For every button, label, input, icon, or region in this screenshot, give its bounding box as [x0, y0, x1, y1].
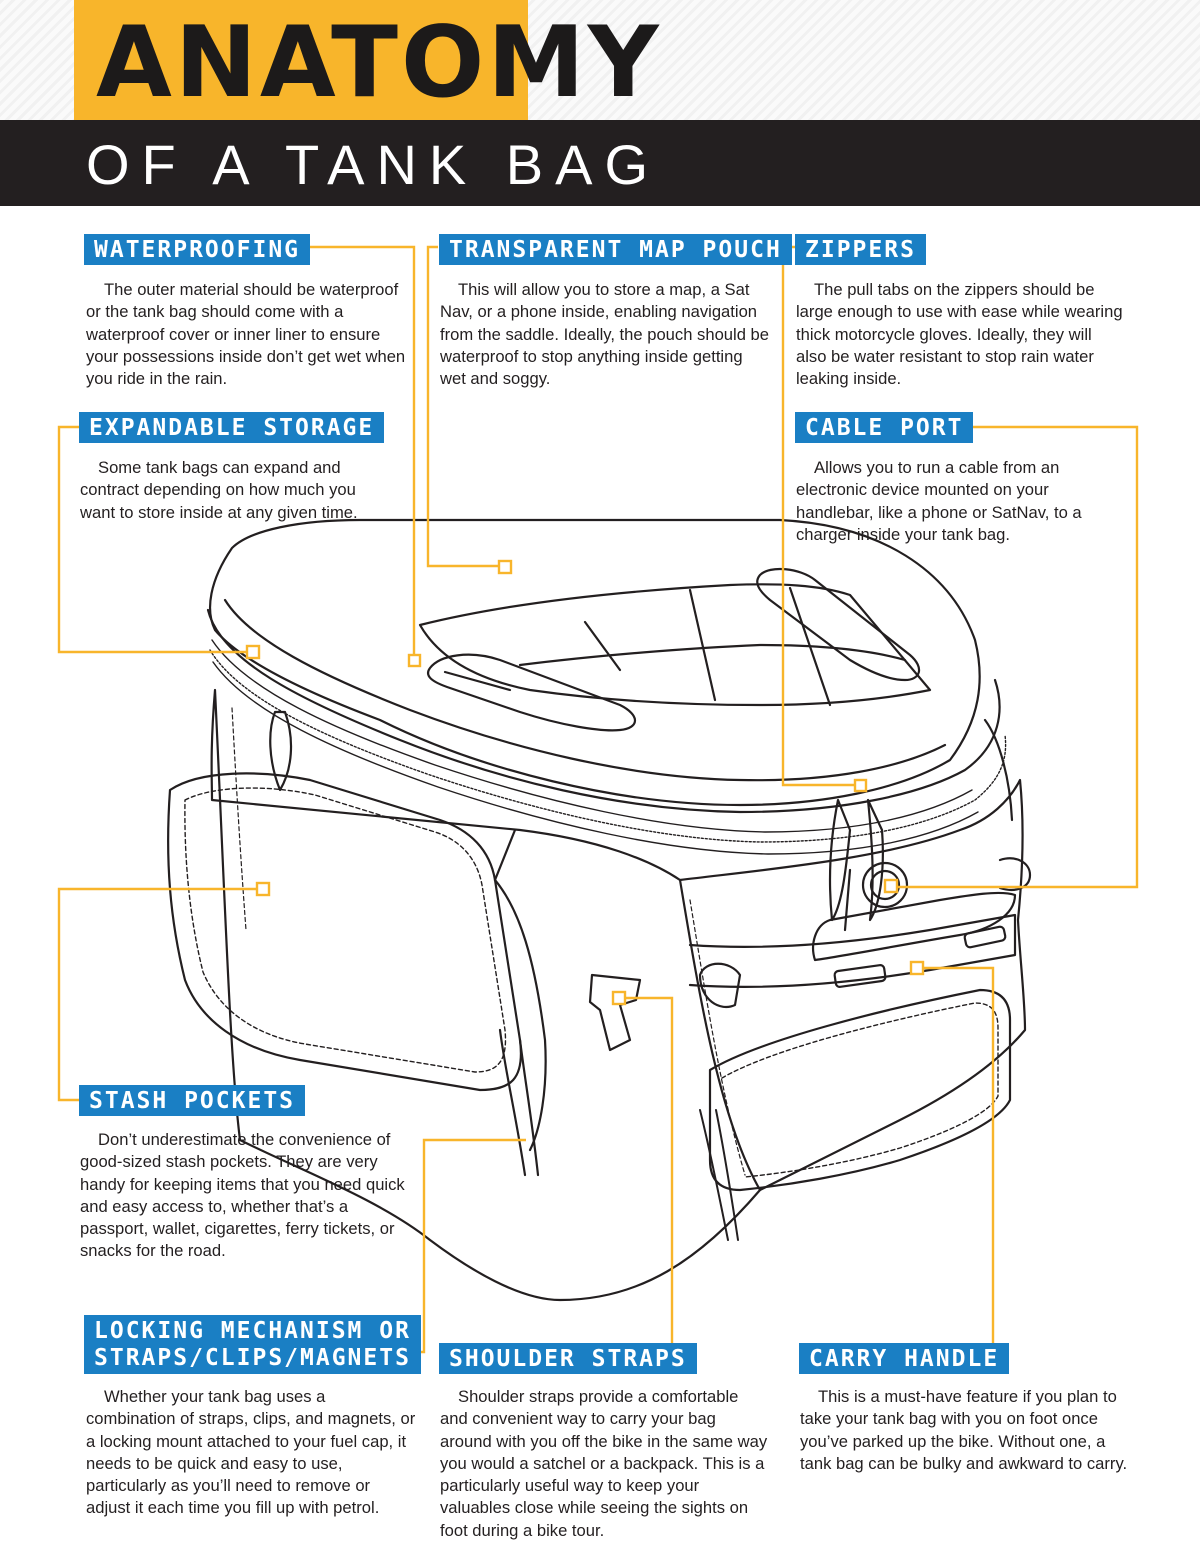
lid-seam [206, 608, 1001, 814]
label-carry: CARRY HANDLE [799, 1343, 1010, 1374]
label-waterproofing: WATERPROOFING [84, 234, 311, 265]
cable-port-grommet [861, 861, 909, 909]
leader-stash [57, 887, 257, 1102]
label-cable-port: CABLE PORT [795, 412, 974, 443]
top-carry-grip [426, 653, 637, 732]
desc-stash: Don’t underestimate the convenience of g… [80, 1129, 415, 1263]
label-stash: STASH POCKETS [79, 1085, 306, 1116]
leader-expandable [57, 425, 247, 654]
desc-expandable: Some tank bags can expand and contract d… [80, 457, 365, 524]
label-locking-line1: LOCKING MECHANISM OR [94, 1318, 411, 1344]
map-pouch-panel [418, 583, 932, 707]
label-locking-line2: STRAPS/CLIPS/MAGNETS [94, 1345, 411, 1371]
label-zippers: ZIPPERS [795, 234, 926, 265]
rear-handle-grip [756, 567, 921, 682]
desc-carry: This is a must-have feature if you plan … [800, 1386, 1130, 1475]
zipper-pull-left [269, 710, 293, 792]
desc-stash-text: Don’t underestimate the convenience of g… [80, 1130, 405, 1261]
lid-top [209, 518, 981, 807]
leader-carry [922, 966, 995, 1362]
bag-right-side [678, 778, 1027, 1192]
stash-pocket-front [167, 772, 523, 1092]
side-clip [588, 973, 642, 1052]
desc-map-pouch: This will allow you to store a map, a Sa… [440, 279, 770, 390]
desc-shoulder: Shoulder straps provide a comfortable an… [440, 1386, 770, 1542]
shoulder-strap-band [688, 913, 1017, 988]
label-shoulder: SHOULDER STRAPS [439, 1343, 697, 1374]
zipper-track [209, 649, 1007, 843]
d-ring [698, 962, 742, 1009]
desc-waterproofing: The outer material should be waterproof … [86, 279, 414, 390]
bag-drawing [167, 518, 1032, 1302]
desc-map-pouch-text: This will allow you to store a map, a Sa… [440, 280, 770, 389]
front-pocket-flap [708, 988, 1012, 1192]
desc-cable-port-text: Allows you to run a cable from an electr… [796, 458, 1082, 544]
stash-pocket-side [493, 878, 547, 1152]
strap-buckle [812, 891, 1017, 962]
leader-waterproofing [282, 245, 416, 656]
title-highlight-block [74, 0, 528, 124]
desc-waterproofing-text: The outer material should be waterproof … [86, 280, 406, 389]
zipper-pull-right [828, 798, 852, 922]
leader-map-pouch [426, 245, 499, 568]
desc-carry-text: This is a must-have feature if you plan … [800, 1387, 1128, 1473]
leader-shoulder [626, 996, 674, 1362]
page-subtitle: OF A TANK BAG [86, 133, 661, 196]
label-locking: LOCKING MECHANISM OR STRAPS/CLIPS/MAGNET… [84, 1315, 421, 1374]
label-expandable: EXPANDABLE STORAGE [79, 412, 385, 443]
desc-locking: Whether your tank bag uses a combination… [86, 1386, 416, 1520]
label-map-pouch: TRANSPARENT MAP POUCH [439, 234, 792, 265]
desc-cable-port: Allows you to run a cable from an electr… [796, 457, 1116, 546]
desc-zippers-text: The pull tabs on the zippers should be l… [796, 280, 1123, 389]
lid-seam-inner [223, 598, 947, 782]
desc-shoulder-text: Shoulder straps provide a comfortable an… [440, 1387, 768, 1540]
leader-cable-port [895, 425, 1139, 889]
page-title: ANATOMY [96, 6, 662, 120]
side-tab [998, 857, 1032, 892]
desc-zippers: The pull tabs on the zippers should be l… [796, 279, 1126, 390]
desc-locking-text: Whether your tank bag uses a combination… [86, 1387, 416, 1518]
subtitle-band [0, 120, 1200, 206]
desc-expandable-text: Some tank bags can expand and contract d… [80, 458, 358, 522]
